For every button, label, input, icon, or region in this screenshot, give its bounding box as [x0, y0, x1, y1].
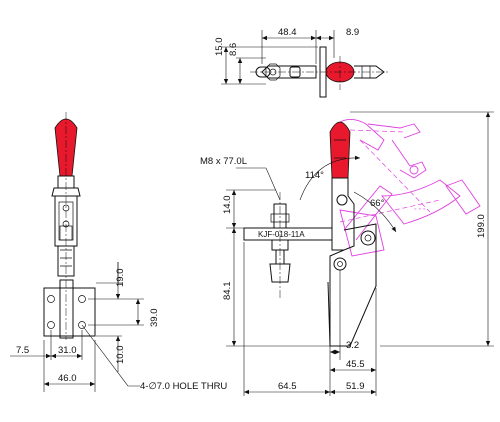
- dim-15-0: 15.0: [214, 38, 225, 57]
- dim-19-0: 19.0: [115, 269, 126, 288]
- dim-64-5: 64.5: [278, 381, 297, 392]
- dim-84-1: 84.1: [222, 282, 233, 301]
- dim-199-0: 199.0: [476, 214, 487, 238]
- svg-text:◦ ◦ ◦: ◦ ◦ ◦: [414, 206, 425, 213]
- angle-66: 66°: [370, 198, 385, 209]
- dim-8-6: 8.6: [228, 43, 239, 56]
- alt-position-overlay: ◦ ◦ ◦: [339, 119, 481, 257]
- dim-46-0: 46.0: [58, 373, 77, 384]
- bolt-label: M8 x 77.0L: [200, 156, 247, 167]
- top-view: 48.4 8.9 15.0 8.6: [214, 27, 388, 98]
- front-view: 19.0 39.0 10.0 7.5 31.0 46.0 4-∅7.0 HOLE…: [10, 112, 227, 392]
- dim-14-0: 14.0: [222, 196, 233, 215]
- dim-39-0: 39.0: [149, 309, 160, 328]
- dim-48-4: 48.4: [278, 27, 297, 38]
- part-label: KJF-018-11A: [258, 230, 305, 239]
- dim-3-2: 3.2: [346, 340, 359, 351]
- hole-note: 4-∅7.0 HOLE THRU: [140, 381, 227, 392]
- angle-114: 114°: [305, 170, 324, 181]
- dim-10-0: 10.0: [115, 346, 126, 365]
- side-view: ◦ ◦ ◦ KJF-018-11A M8 x 77.0L 114° 66°: [200, 111, 494, 396]
- dim-51-9: 51.9: [346, 381, 365, 392]
- dim-8-9: 8.9: [346, 27, 359, 38]
- dim-7-5: 7.5: [16, 345, 29, 356]
- handle-side-view: [329, 121, 351, 179]
- dim-31-0: 31.0: [58, 345, 77, 356]
- dim-45-5: 45.5: [346, 359, 365, 370]
